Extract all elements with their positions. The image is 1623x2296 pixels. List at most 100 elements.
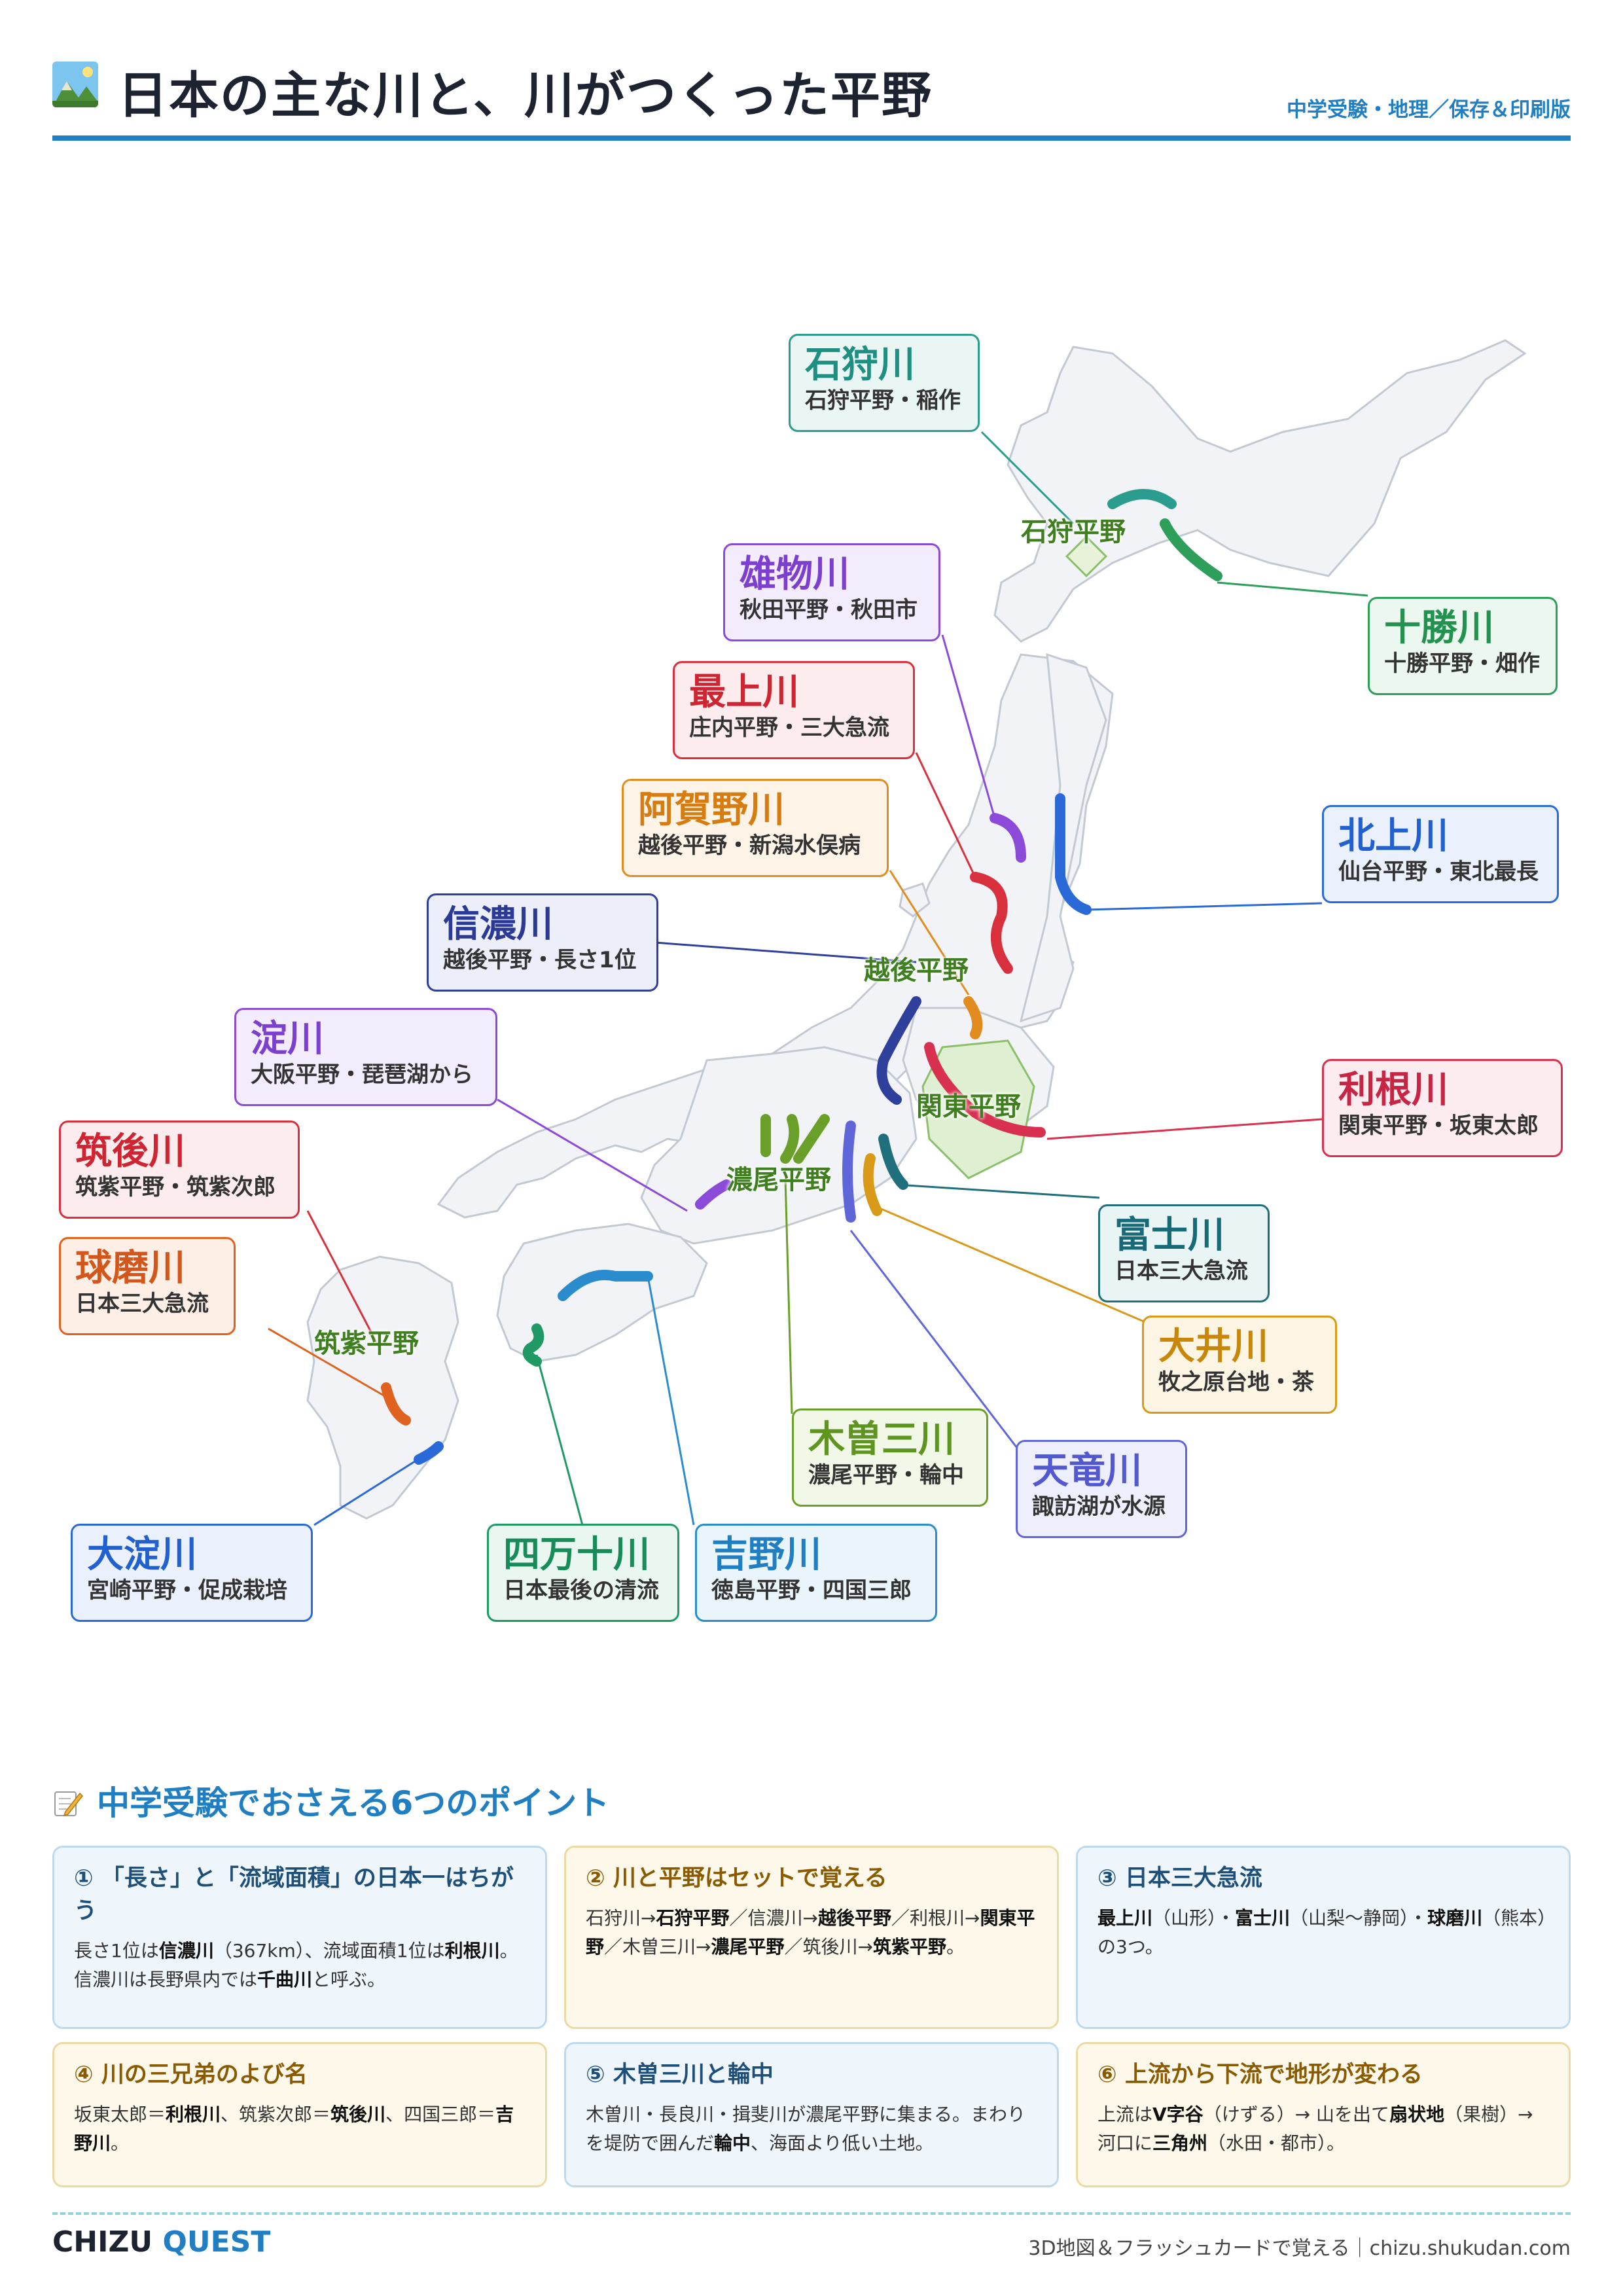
- hokkaido-shape: [993, 339, 1527, 643]
- point-card-6: ⑥ 上流から下流で地形が変わる 上流はV字谷（けずる）→ 山を出て扇状地（果樹）…: [1076, 2042, 1571, 2187]
- point-title: ② 川と平野はセットで覚える: [586, 1865, 887, 1892]
- sado-shape: [899, 882, 931, 918]
- river-name: 吉野川: [711, 1534, 821, 1576]
- leader-agano: [889, 870, 970, 996]
- memo-pencil-icon: [52, 1787, 84, 1818]
- river-name: 四万十川: [503, 1534, 650, 1576]
- river-card-agano: 阿賀野川 越後平野・新潟水俣病: [622, 779, 889, 877]
- river-name: 大井川: [1158, 1325, 1268, 1368]
- river-name: 大淀川: [87, 1534, 197, 1576]
- river-name: 利根川: [1338, 1069, 1448, 1111]
- river-card-omono: 雄物川 秋田平野・秋田市: [723, 543, 940, 641]
- shikoku-shape: [496, 1223, 708, 1363]
- point-card-2: ② 川と平野はセットで覚える 石狩川→石狩平野／信濃川→越後平野／利根川→関東平…: [564, 1846, 1059, 2029]
- leader-yoshino: [647, 1276, 695, 1526]
- oi-river: [863, 1153, 882, 1216]
- footer-divider: [52, 2212, 1571, 2215]
- river-strokes: [381, 489, 1222, 1465]
- leader-ishikari: [980, 431, 1075, 525]
- leader-kitakami: [1086, 902, 1323, 911]
- leader-tenryu: [849, 1230, 1022, 1454]
- leader-fuji: [896, 1183, 1100, 1199]
- landscape-icon: [52, 62, 98, 107]
- river-card-kiso: 木曽三川 濃尾平野・輪中: [792, 1408, 988, 1507]
- river-desc: 宮崎平野・促成栽培: [87, 1577, 287, 1604]
- plain-label-nobi: 濃尾平野: [726, 1165, 831, 1195]
- river-desc: 日本三大急流: [1115, 1258, 1248, 1284]
- river-desc: 秋田平野・秋田市: [740, 597, 918, 623]
- leader-tone: [1046, 1118, 1323, 1140]
- leader-oi: [870, 1203, 1146, 1323]
- river-desc: 十勝平野・畑作: [1384, 651, 1540, 677]
- points-section-title-text: 中学受験でおさえる6つのポイント: [97, 1784, 610, 1822]
- river-name: 筑後川: [75, 1130, 185, 1173]
- river-card-oi: 大井川 牧之原台地・茶: [1142, 1316, 1337, 1414]
- river-desc: 日本最後の清流: [503, 1577, 659, 1604]
- river-card-shimanto: 四万十川 日本最後の清流: [487, 1524, 679, 1622]
- plain-label-tsukushi: 筑紫平野: [314, 1329, 419, 1359]
- kuma-river: [381, 1382, 411, 1426]
- river-name: 石狩川: [805, 344, 915, 386]
- points-section-title: 中学受験でおさえる6つのポイント: [52, 1777, 609, 1824]
- point-body: 木曽川・長良川・揖斐川が濃尾平野に集まる。まわりを堤防で囲んだ輪中、海面より低い…: [586, 2104, 1026, 2154]
- omono-river: [990, 813, 1026, 863]
- river-name: 球磨川: [75, 1247, 185, 1289]
- river-desc: 濃尾平野・輪中: [808, 1462, 964, 1488]
- mogami-river: [970, 872, 1013, 974]
- kiso-rivers: [760, 1114, 830, 1164]
- japan-map-svg: [268, 339, 1527, 1526]
- leader-lines: [268, 431, 1368, 1526]
- plain-label-echigo: 越後平野: [864, 956, 969, 986]
- river-name: 信濃川: [443, 903, 553, 946]
- river-name: 阿賀野川: [638, 789, 785, 831]
- river-card-mogami: 最上川 庄内平野・三大急流: [673, 661, 915, 759]
- river-desc: 諏訪湖が水源: [1032, 1494, 1166, 1520]
- kitakami-river: [1054, 793, 1092, 915]
- point-card-1: ① 「長さ」と「流域面積」の日本一はちがう 長さ1位は信濃川（367km）、流域…: [52, 1846, 547, 2029]
- yodo-river: [695, 1179, 732, 1210]
- river-desc: 筑紫平野・筑紫次郎: [75, 1174, 276, 1200]
- point-card-4: ④ 川の三兄弟のよび名 坂東太郎＝利根川、筑紫次郎＝筑後川、四国三郎＝吉野川。: [52, 2042, 547, 2187]
- page-header: 日本の主な川と、川がつくった平野 中学受験・地理／保存＆印刷版: [52, 52, 1571, 141]
- river-card-fuji: 富士川 日本三大急流: [1098, 1204, 1270, 1302]
- river-name: 最上川: [689, 671, 799, 713]
- river-name: 富士川: [1115, 1214, 1224, 1257]
- river-desc: 牧之原台地・茶: [1158, 1369, 1314, 1395]
- river-desc: 徳島平野・四国三郎: [711, 1577, 912, 1604]
- page-subtitle: 中学受験・地理／保存＆印刷版: [1287, 98, 1571, 122]
- plain-label-ishikari: 石狩平野: [1021, 517, 1126, 547]
- leader-shimanto: [535, 1354, 584, 1526]
- oyodo-river: [414, 1441, 444, 1465]
- leader-tokachi: [1217, 581, 1368, 597]
- point-card-5: ⑤ 木曽三川と輪中 木曽川・長良川・揖斐川が濃尾平野に集まる。まわりを堤防で囲ん…: [564, 2042, 1059, 2187]
- river-card-yodo: 淀川 大阪平野・琵琶湖から: [234, 1008, 497, 1106]
- river-card-shinano: 信濃川 越後平野・長さ1位: [427, 893, 658, 992]
- point-title: ① 「長さ」と「流域面積」の日本一はちがう: [74, 1865, 514, 1924]
- point-body: 長さ1位は信濃川（367km）、流域面積1位は利根川。信濃川は長野県内では千曲川…: [74, 1940, 518, 1990]
- agano-river: [963, 996, 983, 1039]
- river-name: 北上川: [1338, 815, 1448, 857]
- river-card-oyodo: 大淀川 宮崎平野・促成栽培: [71, 1524, 313, 1622]
- point-title: ③ 日本三大急流: [1097, 1865, 1262, 1892]
- river-card-kuma: 球磨川 日本三大急流: [59, 1237, 236, 1335]
- leader-chikugo: [306, 1210, 381, 1349]
- fuji-river: [878, 1134, 908, 1190]
- point-body: 上流はV字谷（けずる）→ 山を出て扇状地（果樹）→ 河口に三角州（水田・都市）。: [1097, 2104, 1533, 2154]
- river-desc: 大阪平野・琵琶湖から: [251, 1062, 473, 1088]
- river-name: 天竜川: [1032, 1450, 1142, 1492]
- river-card-yoshino: 吉野川 徳島平野・四国三郎: [695, 1524, 937, 1622]
- point-title: ⑥ 上流から下流で地形が変わる: [1097, 2062, 1423, 2088]
- river-card-kitakami: 北上川 仙台平野・東北最長: [1322, 805, 1559, 903]
- point-title: ⑤ 木曽三川と輪中: [586, 2062, 774, 2088]
- shimanto-river: [522, 1323, 544, 1367]
- river-name: 十勝川: [1384, 607, 1494, 649]
- leader-omono: [941, 634, 996, 819]
- river-desc: 越後平野・新潟水俣病: [638, 833, 861, 859]
- page-title: 日本の主な川と、川がつくった平野: [118, 66, 933, 124]
- river-name: 淀川: [251, 1018, 324, 1060]
- river-card-ishikari: 石狩川 石狩平野・稲作: [789, 334, 980, 432]
- japan-river-map: 石狩平野 越後平野 関東平野 濃尾平野 筑紫平野 石狩川 石狩平野・稲作 十勝川…: [0, 157, 1623, 1682]
- shinano-river: [876, 996, 921, 1105]
- river-name: 雄物川: [740, 553, 849, 596]
- brand-quest: QUEST: [162, 2225, 271, 2259]
